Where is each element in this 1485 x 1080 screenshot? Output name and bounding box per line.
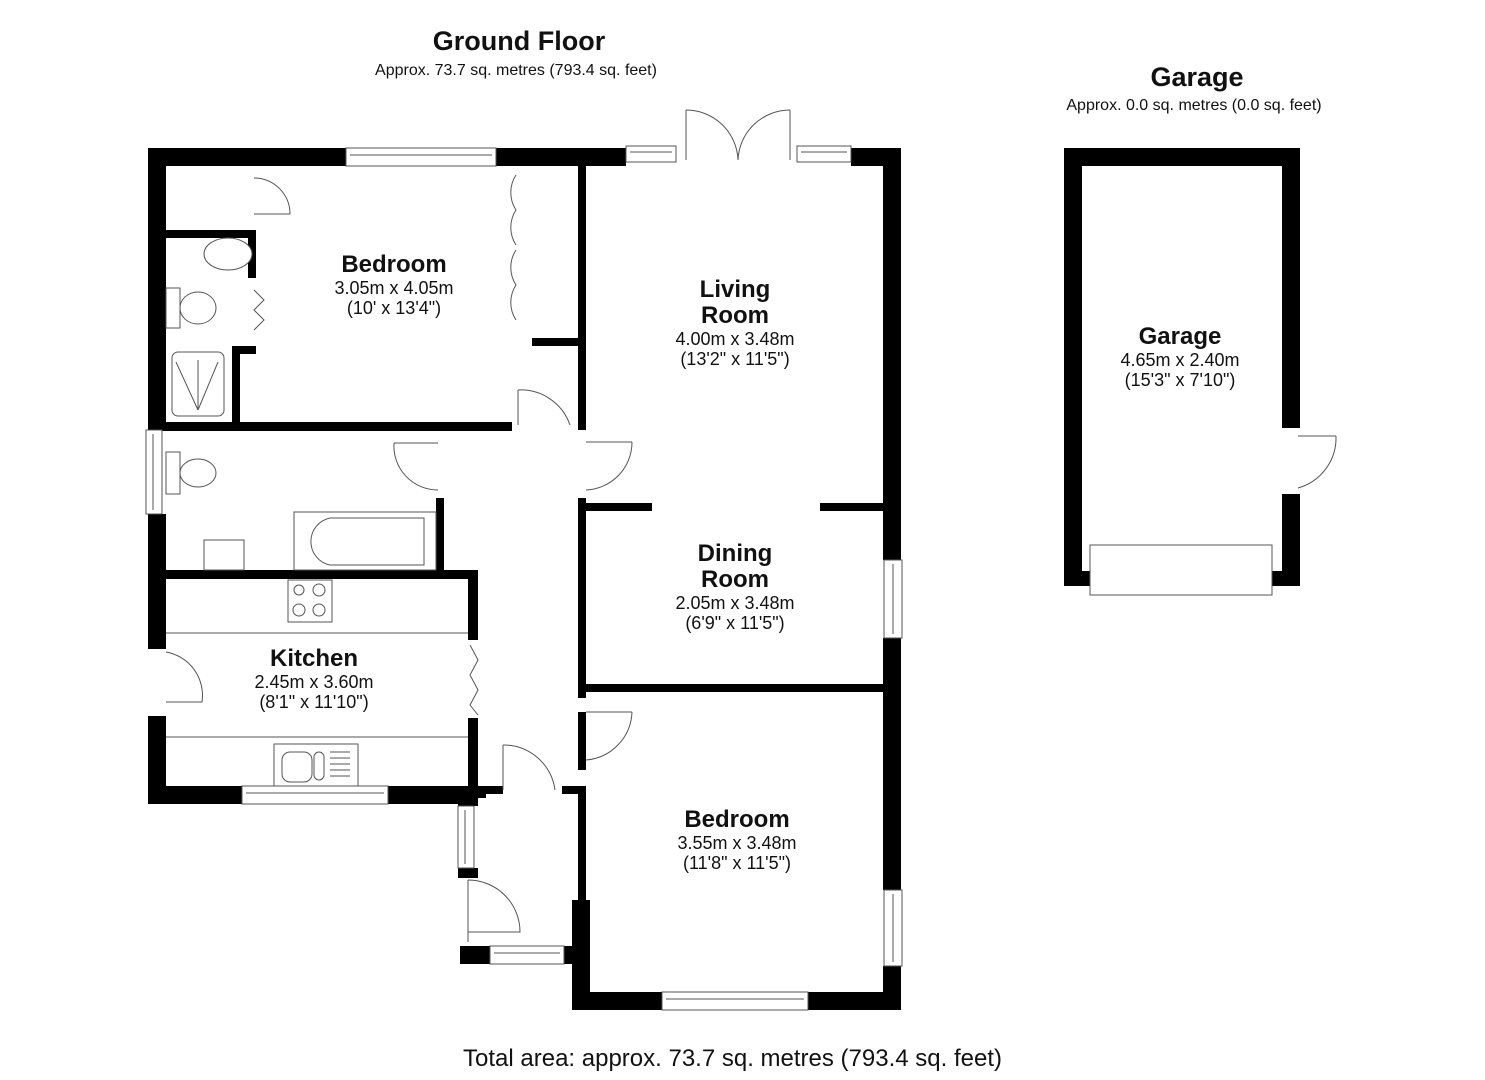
ground-floor-area: Approx. 73.7 sq. metres (793.4 sq. feet) (375, 62, 657, 79)
room-living-room: Living Room 4.00m x 3.48m (13'2" x 11'5"… (635, 276, 835, 370)
room-bedroom-2: Bedroom 3.55m x 3.48m (11'8" x 11'5") (637, 806, 837, 874)
room-metric: 2.45m x 3.60m (254, 672, 374, 692)
room-kitchen: Kitchen 2.45m x 3.60m (8'1" x 11'10") (214, 645, 414, 713)
walls (148, 148, 1300, 1010)
room-name: Bedroom (684, 806, 790, 833)
room-metric: 3.05m x 4.05m (334, 278, 454, 298)
door-swings (165, 109, 1337, 942)
room-name: Bedroom (341, 251, 447, 278)
room-metric: 2.05m x 3.48m (675, 593, 795, 613)
room-dining-room: Dining Room 2.05m x 3.48m (6'9" x 11'5") (635, 540, 835, 634)
room-imperial: (15'3" x 7'10") (1124, 370, 1236, 390)
room-name: Garage (1138, 323, 1222, 350)
room-imperial: (10' x 13'4") (346, 298, 442, 318)
room-name-line1: Dining (697, 540, 773, 567)
room-imperial: (6'9" x 11'5") (685, 613, 785, 633)
ground-floor-title: Ground Floor (432, 26, 606, 56)
room-name-line1: Living (699, 276, 771, 303)
total-area-footer: Total area: approx. 73.7 sq. metres (793… (463, 1045, 1002, 1072)
room-name-line2: Room (701, 566, 769, 593)
room-imperial: (8'1" x 11'10") (259, 692, 369, 712)
room-name-line2: Room (701, 302, 769, 329)
room-garage: Garage 4.65m x 2.40m (15'3" x 7'10") (1080, 323, 1280, 391)
garage-title: Garage (1150, 62, 1244, 92)
room-metric: 4.00m x 3.48m (675, 329, 795, 349)
fixtures (165, 237, 468, 787)
room-name: Kitchen (269, 645, 358, 672)
room-bedroom-1: Bedroom 3.05m x 4.05m (10' x 13'4") (294, 251, 494, 319)
windows (145, 145, 1273, 1011)
room-imperial: (13'2" x 11'5") (680, 349, 790, 369)
room-metric: 3.55m x 3.48m (677, 833, 797, 853)
room-imperial: (11'8" x 11'5") (682, 853, 792, 873)
garage-area: Approx. 0.0 sq. metres (0.0 sq. feet) (1066, 97, 1322, 114)
room-metric: 4.65m x 2.40m (1120, 350, 1240, 370)
